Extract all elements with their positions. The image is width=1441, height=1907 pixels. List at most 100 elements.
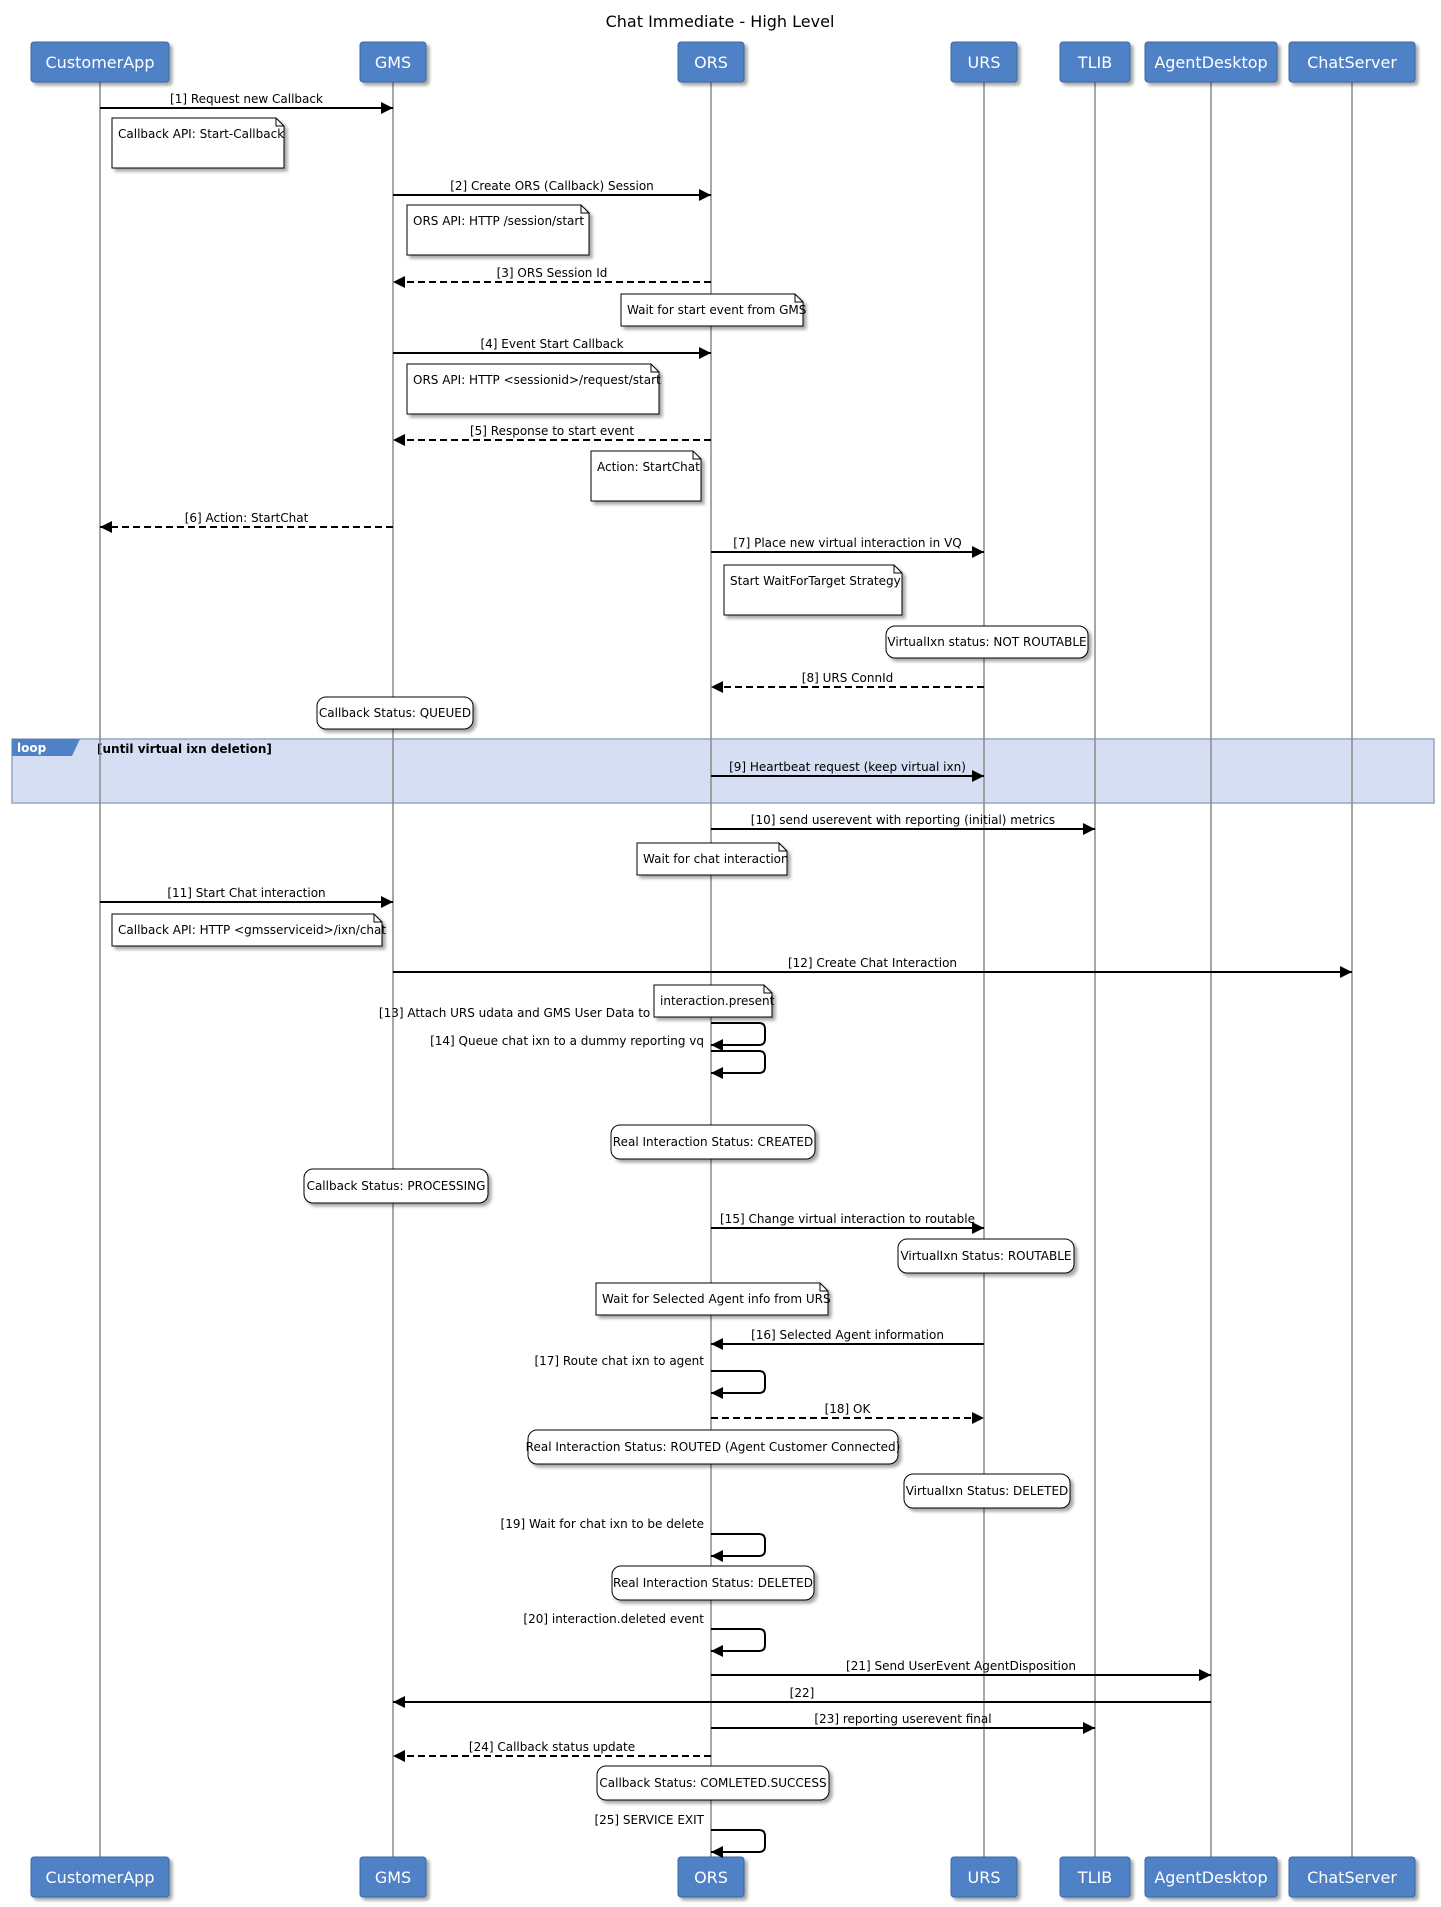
state-shape [610, 1124, 816, 1160]
note-shape [620, 293, 804, 327]
participant-box [30, 1856, 170, 1898]
message-label: [23] reporting userevent final [814, 1712, 991, 1726]
note-fold [819, 1283, 828, 1292]
self-arrow [711, 1370, 766, 1399]
participant-tlib-top[interactable]: TLIB [1059, 41, 1131, 83]
note-text: interaction.present [660, 994, 775, 1008]
participant-ors-bottom[interactable]: ORS [677, 1856, 745, 1898]
participant-gms-bottom[interactable]: GMS [359, 1856, 427, 1898]
participant-box [950, 41, 1018, 83]
participant-ors-top[interactable]: ORS [677, 41, 745, 83]
note-fold [778, 843, 787, 852]
note-6: Start WaitForTarget Strategy [723, 564, 903, 616]
message-label: [7] Place new virtual interaction in VQ [733, 536, 961, 550]
state-text: VirtualIxn Status: ROUTABLE [900, 1249, 1071, 1263]
message-label: [16] Selected Agent information [751, 1328, 944, 1342]
state-shape [596, 1765, 830, 1801]
message-label: [13] Attach URS udata and GMS User Data … [379, 1006, 704, 1020]
participant-box [1288, 41, 1416, 83]
state-shape [527, 1429, 899, 1465]
loop-fragment [11, 738, 1435, 804]
note-fold [763, 985, 772, 994]
self-arrow [711, 1533, 766, 1562]
message-4: [4] Event Start Callback [393, 337, 711, 359]
note-11: interaction.present [653, 984, 775, 1018]
state-box-17: VirtualIxn Status: DELETED [903, 1473, 1071, 1509]
state-text: Callback Status: PROCESSING [307, 1179, 486, 1193]
participant-tlib-bottom[interactable]: TLIB [1059, 1856, 1131, 1898]
note-9: Wait for chat interaction [636, 842, 789, 876]
message-21: [21] Send UserEvent AgentDisposition [711, 1659, 1211, 1681]
participant-agentdesktop-bottom[interactable]: AgentDesktop [1144, 1856, 1278, 1898]
participant-box [677, 41, 745, 83]
participant-label: AgentDesktop [1154, 53, 1267, 72]
message-2: [2] Create ORS (Callback) Session [393, 179, 711, 201]
message-label: [17] Route chat ixn to agent [534, 1354, 704, 1368]
participant-box [359, 1856, 427, 1898]
message-11: [11] Start Chat interaction [100, 886, 393, 908]
message-label: [20] interaction.deleted event [523, 1612, 704, 1626]
loop-label: loop [17, 741, 47, 755]
participant-label: AgentDesktop [1154, 1868, 1267, 1887]
participant-label: TLIB [1077, 1868, 1112, 1887]
state-shape [611, 1565, 815, 1601]
note-shape [406, 363, 660, 415]
note-fold [794, 294, 803, 303]
message-label: [1] Request new Callback [170, 92, 323, 106]
participant-chatserver-bottom[interactable]: ChatServer [1288, 1856, 1416, 1898]
message-22: [22] [393, 1686, 1211, 1708]
message-label: [5] Response to start event [470, 424, 634, 438]
participant-label: URS [968, 53, 1001, 72]
message-label: [18] OK [825, 1402, 872, 1416]
message-19: [19] Wait for chat ixn to be delete [501, 1517, 766, 1562]
message-label: [19] Wait for chat ixn to be delete [501, 1517, 704, 1531]
participant-gms-top[interactable]: GMS [359, 41, 427, 83]
participant-box [1059, 41, 1131, 83]
note-shape [653, 984, 773, 1018]
message-1: [1] Request new Callback [100, 92, 393, 114]
participant-urs-top[interactable]: URS [950, 41, 1018, 83]
participant-chatserver-top[interactable]: ChatServer [1288, 41, 1416, 83]
participant-agentdesktop-top[interactable]: AgentDesktop [1144, 41, 1278, 83]
message-23: [23] reporting userevent final [711, 1712, 1095, 1734]
message-17: [17] Route chat ixn to agent [534, 1354, 766, 1399]
note-15: Wait for Selected Agent info from URS [595, 1282, 831, 1316]
state-box-7: VirtualIxn status: NOT ROUTABLE [885, 625, 1089, 659]
note-shape [111, 117, 285, 169]
message-label: [11] Start Chat interaction [167, 886, 325, 900]
participant-label: ChatServer [1307, 1868, 1397, 1887]
note-fold [692, 451, 701, 460]
participant-urs-bottom[interactable]: URS [950, 1856, 1018, 1898]
message-label: [3] ORS Session Id [497, 266, 608, 280]
note-text: Action: StartChat [597, 460, 700, 474]
state-box-19: Callback Status: COMLETED.SUCCESS [596, 1765, 830, 1801]
message-14: [14] Queue chat ixn to a dummy reporting… [430, 1034, 766, 1079]
note-shape [636, 842, 788, 876]
state-box-14: VirtualIxn Status: ROUTABLE [897, 1238, 1075, 1274]
note-fold [650, 364, 659, 373]
message-16: [16] Selected Agent information [711, 1328, 984, 1350]
state-box-8: Callback Status: QUEUED [316, 696, 474, 730]
message-label: [2] Create ORS (Callback) Session [450, 179, 654, 193]
message-label: [10] send userevent with reporting (init… [751, 813, 1055, 827]
state-text: Real Interaction Status: CREATED [613, 1135, 813, 1149]
state-box-12: Real Interaction Status: CREATED [610, 1124, 816, 1160]
self-arrow [711, 1050, 766, 1079]
note-shape [111, 913, 383, 947]
participant-customerapp-top[interactable]: CustomerApp [30, 41, 170, 83]
participant-customerapp-bottom[interactable]: CustomerApp [30, 1856, 170, 1898]
message-8: [8] URS ConnId [711, 671, 984, 693]
participant-label: ORS [694, 53, 728, 72]
note-text: Callback API: HTTP <gmsserviceid>/ixn/ch… [118, 923, 386, 937]
self-arrow [711, 1829, 766, 1858]
self-arrow [711, 1022, 766, 1051]
note-text: Start WaitForTarget Strategy [730, 574, 901, 588]
note-shape [595, 1282, 829, 1316]
state-text: Real Interaction Status: ROUTED (Agent C… [526, 1440, 901, 1454]
note-5: Action: StartChat [590, 450, 702, 502]
note-text: ORS API: HTTP <sessionid>/request/start [413, 373, 661, 387]
message-label: [24] Callback status update [469, 1740, 635, 1754]
participant-label: ORS [694, 1868, 728, 1887]
loop-condition: [until virtual ixn deletion] [97, 742, 272, 756]
participant-label: ChatServer [1307, 53, 1397, 72]
